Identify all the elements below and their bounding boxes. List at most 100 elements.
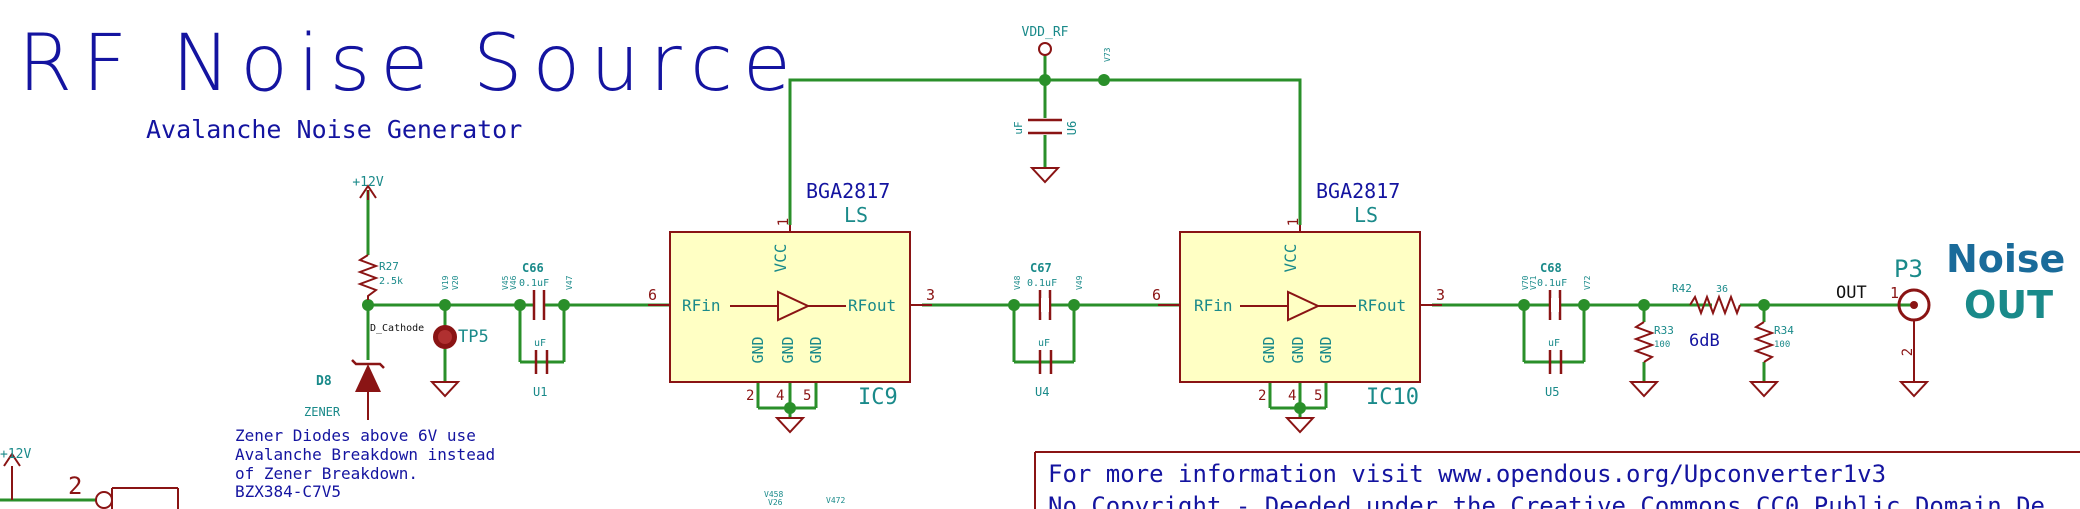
vdd-rf-label: VDD_RF (1022, 25, 1069, 40)
ic10-gnd-label-1: GND (1260, 336, 1278, 363)
resistor-r34-value: 100 (1774, 340, 1790, 350)
zener-note: Zener Diodes above 6V use Avalanche Brea… (235, 426, 495, 501)
zener-note-line-4: BZX384-C7V5 (235, 482, 341, 501)
capacitor-c66-ref: C66 (522, 261, 544, 275)
sma-connector-p3 (1897, 288, 1931, 382)
connector-p3-ref: P3 (1894, 255, 1923, 283)
via-tag-14: V26 (768, 498, 783, 507)
ic10-sublabel: LS (1354, 203, 1378, 227)
resistor-r34-ref: R34 (1774, 324, 1794, 337)
ic10-pin-gnd-1: 2 (1258, 388, 1266, 404)
capacitor-c66-value: 0.1uF (519, 278, 549, 289)
via-tag-9: V71 (1529, 275, 1538, 290)
via-tag-6: V48 (1013, 275, 1022, 290)
ic9-rfout-label: RFout (848, 296, 896, 315)
ic9-rfin-label: RFin (682, 296, 721, 315)
capacitor-u1-value: uF (534, 338, 546, 349)
plus12v-left-symbol (3, 452, 21, 500)
info-box-line-1: For more information visit www.opendous.… (1048, 460, 1886, 488)
capacitor-c67-value: 0.1uF (1027, 278, 1057, 289)
capacitor-c68-gap (1551, 298, 1559, 312)
capacitor-c67-ref: C67 (1030, 261, 1052, 275)
ic9-part: BGA2817 (806, 179, 890, 203)
capacitor-c67 (1038, 290, 1052, 320)
zener-note-line-3: of Zener Breakdown. (235, 464, 418, 483)
capacitor-u4 (1038, 350, 1053, 374)
via-tags: V19 V20 V45 V46 V47 V48 V49 V70 V71 V72 … (441, 47, 1592, 507)
left-partial-pin: 2 (68, 472, 82, 500)
via-tag-2: V20 (451, 275, 460, 290)
capacitor-c66 (532, 290, 546, 320)
zener-diode-d8 (351, 359, 385, 420)
resistor-r27-value: 2.5k (379, 276, 403, 287)
ic9-sublabel: LS (844, 203, 868, 227)
via-tag-11: V73 (1103, 47, 1112, 62)
capacitor-u1 (534, 350, 549, 374)
via-tag-3: V45 (501, 275, 510, 290)
ic10-pin-vcc: 1 (1286, 218, 1302, 226)
ic10-block (1158, 225, 1442, 383)
capacitor-c68-ref: C68 (1540, 261, 1562, 275)
plus12v-symbol (359, 184, 377, 200)
connector-p3-pin2: 2 (1900, 348, 1916, 356)
ic10-vcc-label: VCC (1281, 244, 1300, 273)
plus12v-left-label: +12V (0, 447, 31, 462)
ic10-rfin-label: RFin (1194, 296, 1233, 315)
resistor-r27-ref: R27 (379, 260, 399, 273)
capacitor-c67-gap (1041, 298, 1049, 312)
ic9-pin-gnd-3: 5 (803, 388, 811, 404)
ic10-part: BGA2817 (1316, 179, 1400, 203)
via-tag-8: V70 (1521, 275, 1530, 290)
net-label-d-cathode: D_Cathode (370, 323, 424, 334)
ic10-gnd-label-3: GND (1317, 336, 1335, 363)
ic10-pin-out: 3 (1436, 286, 1445, 304)
info-box (1034, 451, 2080, 509)
ic9-gnd-label-3: GND (807, 336, 825, 363)
ic9-pin-gnd-1: 2 (746, 388, 754, 404)
diode-d8-ref: D8 (316, 374, 332, 389)
resistor-r27 (357, 254, 379, 300)
ic10-ref: IC10 (1366, 385, 1419, 410)
ic9-vcc-label: VCC (771, 244, 790, 273)
via-tag-4: V46 (509, 275, 518, 290)
left-partial-part (95, 487, 179, 509)
resistor-r33-ref: R33 (1654, 324, 1674, 337)
capacitor-u5 (1548, 350, 1563, 374)
attenuator-label: 6dB (1689, 331, 1720, 351)
resistor-r42-value: 36 (1716, 284, 1728, 295)
plus12v-label: +12V (352, 175, 383, 190)
capacitor-u4-value: uF (1038, 338, 1050, 349)
info-box-line-2: No Copyright - Deeded under the Creative… (1048, 492, 2045, 509)
capacitor-u6 (1028, 118, 1062, 135)
via-tag-5: V47 (565, 275, 574, 290)
connector-p3-pin1: 1 (1890, 284, 1899, 302)
resistor-r42 (1689, 294, 1741, 316)
via-tag-10: V72 (1583, 275, 1592, 290)
capacitor-u1-ref: U1 (533, 385, 547, 399)
capacitor-u5-ref: U5 (1545, 385, 1559, 399)
ic9-gnd-label-2: GND (779, 336, 797, 363)
schematic-subtitle: Avalanche Noise Generator (146, 115, 522, 144)
noise-out-label-2: OUT (1964, 283, 2053, 327)
via-tag-7: V49 (1075, 275, 1084, 290)
resistor-r33 (1633, 321, 1655, 363)
capacitor-u4-ref: U4 (1035, 385, 1049, 399)
diode-d8-value: ZENER (304, 405, 341, 419)
ic9-block (648, 225, 932, 383)
zener-note-line-1: Zener Diodes above 6V use (235, 426, 476, 445)
ic10-pin-gnd-2: 4 (1288, 388, 1296, 404)
via-tag-12: V458 (764, 490, 783, 499)
test-point-tp5 (433, 325, 457, 349)
ic9-pin-vcc: 1 (776, 218, 792, 226)
net-label-out: OUT (1836, 283, 1867, 303)
ic9-ref: IC9 (858, 385, 898, 410)
ic10-gnd-label-2: GND (1289, 336, 1307, 363)
ic10-rfout-label: RFout (1358, 296, 1406, 315)
capacitor-c68-value: 0.1uF (1537, 278, 1567, 289)
test-point-tp5-ref: TP5 (458, 327, 489, 347)
capacitor-u6-ref: U6 (1065, 121, 1079, 135)
via-tag-1: V19 (441, 275, 450, 290)
ic9-pin-in: 6 (648, 286, 657, 304)
via-tag-13: V472 (826, 496, 845, 505)
